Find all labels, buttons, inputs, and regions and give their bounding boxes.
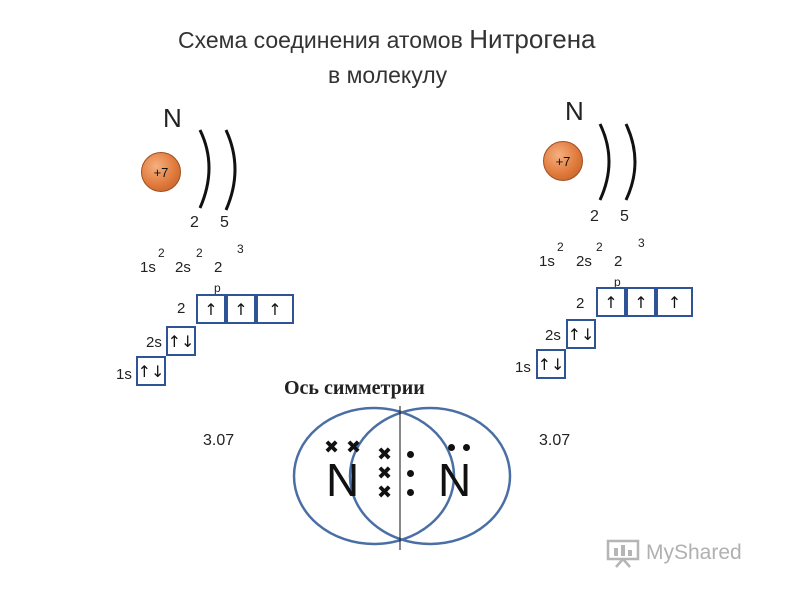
config-2s-sup-right: 2 <box>596 240 603 254</box>
orbital-circle-left <box>292 406 456 546</box>
electron-cross: ✖ <box>324 437 340 458</box>
electron-dot <box>463 444 470 451</box>
config-2p-sup-left: 3 <box>237 242 244 256</box>
shell2-count-right: 5 <box>620 208 629 225</box>
molecule-symbol-right: N <box>438 454 472 506</box>
config-1s-left: 1s <box>140 259 156 276</box>
atom-symbol-right: N <box>565 96 584 126</box>
nucleus-charge-left: +7 <box>153 164 169 180</box>
config-1s-right: 1s <box>539 253 555 270</box>
config-2p-left: 2 <box>214 259 223 276</box>
nucleus-right: +7 <box>543 141 583 181</box>
level-1s-label-left: 1s <box>116 366 132 383</box>
title-part1: Схема соединения атомов <box>178 27 470 53</box>
level-2s-label-left: 2s <box>146 334 162 351</box>
config-2s-left: 2s <box>175 259 191 276</box>
page-subtitle: в молекулу <box>328 62 448 88</box>
atom-symbol-left: N <box>163 103 182 133</box>
shell2-count-left: 5 <box>220 214 229 231</box>
shell1-count-left: 2 <box>190 214 199 231</box>
presentation-logo-icon <box>606 539 640 568</box>
watermark-text: MyShared <box>646 541 742 564</box>
orbital-2s-right: ↑↓ <box>566 319 596 349</box>
title-part2: Нитрогена <box>469 24 596 54</box>
orbital-2s-left: ↑↓ <box>166 326 196 356</box>
config-2p-sup-right: 3 <box>638 236 645 250</box>
orbital-2p3-right: ↑ <box>656 287 693 317</box>
electron-cross: ✖ <box>377 463 393 484</box>
electron-dot <box>448 444 455 451</box>
electron-shells-left-icon <box>198 129 237 211</box>
config-2p-sub-left: p <box>214 281 221 295</box>
page-title: Схема соединения атомов Нитрогена <box>178 24 596 55</box>
nucleus-left: +7 <box>141 152 181 192</box>
symmetry-axis-label: Ось симметрии <box>284 377 425 399</box>
electron-cross: ✖ <box>377 444 393 465</box>
orbital-1s-right: ↑↓ <box>536 349 566 379</box>
config-2s-sup-left: 2 <box>196 246 203 260</box>
electron-dot <box>407 489 414 496</box>
electron-dot <box>407 470 414 477</box>
config-1s-sup-right: 2 <box>557 240 564 254</box>
molecule-symbol-left: N <box>326 454 360 506</box>
value-left: 3.07 <box>203 432 235 449</box>
orbital-2p2-right: ↑ <box>626 287 656 317</box>
electron-shells-right-icon <box>598 123 637 201</box>
level-1s-label-right: 1s <box>515 359 531 376</box>
level-2p-label-right: 2 <box>576 295 585 312</box>
level-2p-label-left: 2 <box>177 300 186 317</box>
level-2s-label-right: 2s <box>545 327 561 344</box>
orbital-1s-left: ↑↓ <box>136 356 166 386</box>
orbital-2p3-left: ↑ <box>256 294 294 324</box>
orbital-2p1-right: ↑ <box>596 287 626 317</box>
overlapping-orbitals-diagram <box>292 406 512 550</box>
config-2s-right: 2s <box>576 253 592 270</box>
value-right: 3.07 <box>539 432 571 449</box>
orbital-2p2-left: ↑ <box>226 294 256 324</box>
orbital-2p1-left: ↑ <box>196 294 226 324</box>
nucleus-charge-right: +7 <box>555 153 571 169</box>
shell1-count-right: 2 <box>590 208 599 225</box>
orbital-circle-right <box>348 406 512 546</box>
electron-cross: ✖ <box>377 482 393 503</box>
electron-dot <box>407 451 414 458</box>
electron-cross: ✖ <box>346 437 362 458</box>
config-1s-sup-left: 2 <box>158 246 165 260</box>
config-2p-right: 2 <box>614 253 623 270</box>
config-2p-sub-right: p <box>614 275 621 289</box>
